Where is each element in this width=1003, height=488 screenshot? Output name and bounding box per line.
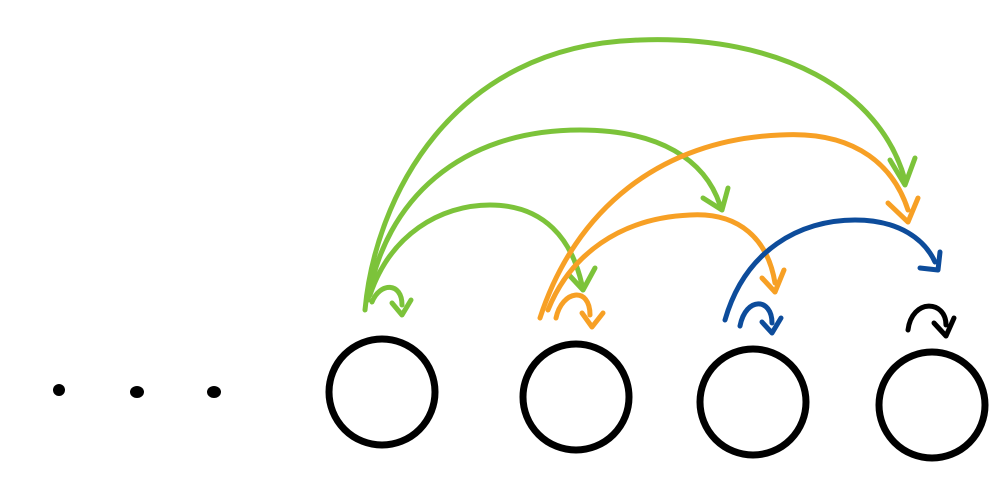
ellipsis	[53, 384, 221, 398]
ellipsis-dot-2	[130, 386, 144, 398]
ellipsis-dot-1	[53, 384, 65, 396]
arrowhead-s3-s3	[759, 315, 784, 336]
arrowhead-s2-s3	[759, 267, 787, 295]
self-loop-s2	[553, 292, 593, 321]
arrowhead-s1-s2	[567, 265, 598, 293]
transition-arrow-s3-s4	[722, 217, 938, 323]
state-circle-4	[875, 348, 989, 462]
arrowhead-s4-s4	[931, 315, 957, 339]
state-circle-2	[519, 340, 633, 454]
self-loop-s4	[905, 303, 949, 333]
state-circle-1	[325, 335, 439, 449]
transitions	[362, 37, 957, 339]
transition-arrow-s1-s3	[365, 127, 723, 303]
arrowhead-s1-s4	[887, 155, 918, 188]
transition-arrow-s2-s4	[537, 132, 911, 321]
transition-arrow-s2-s3	[545, 212, 778, 313]
arrowhead-s1-s3	[700, 185, 731, 213]
self-loop-s3	[737, 301, 775, 329]
states	[325, 335, 989, 462]
state-circle-3	[696, 345, 810, 459]
arrowhead-s1-s1	[389, 297, 414, 318]
self-loop-s1	[369, 284, 405, 308]
ellipsis-dot-3	[207, 386, 221, 398]
transition-arrow-s1-s2	[367, 202, 585, 298]
arrowhead-s3-s4	[917, 249, 943, 273]
arrowhead-s2-s4	[885, 195, 921, 225]
transition-arrow-s1-s4	[362, 37, 908, 313]
arrowhead-s2-s2	[579, 310, 606, 330]
